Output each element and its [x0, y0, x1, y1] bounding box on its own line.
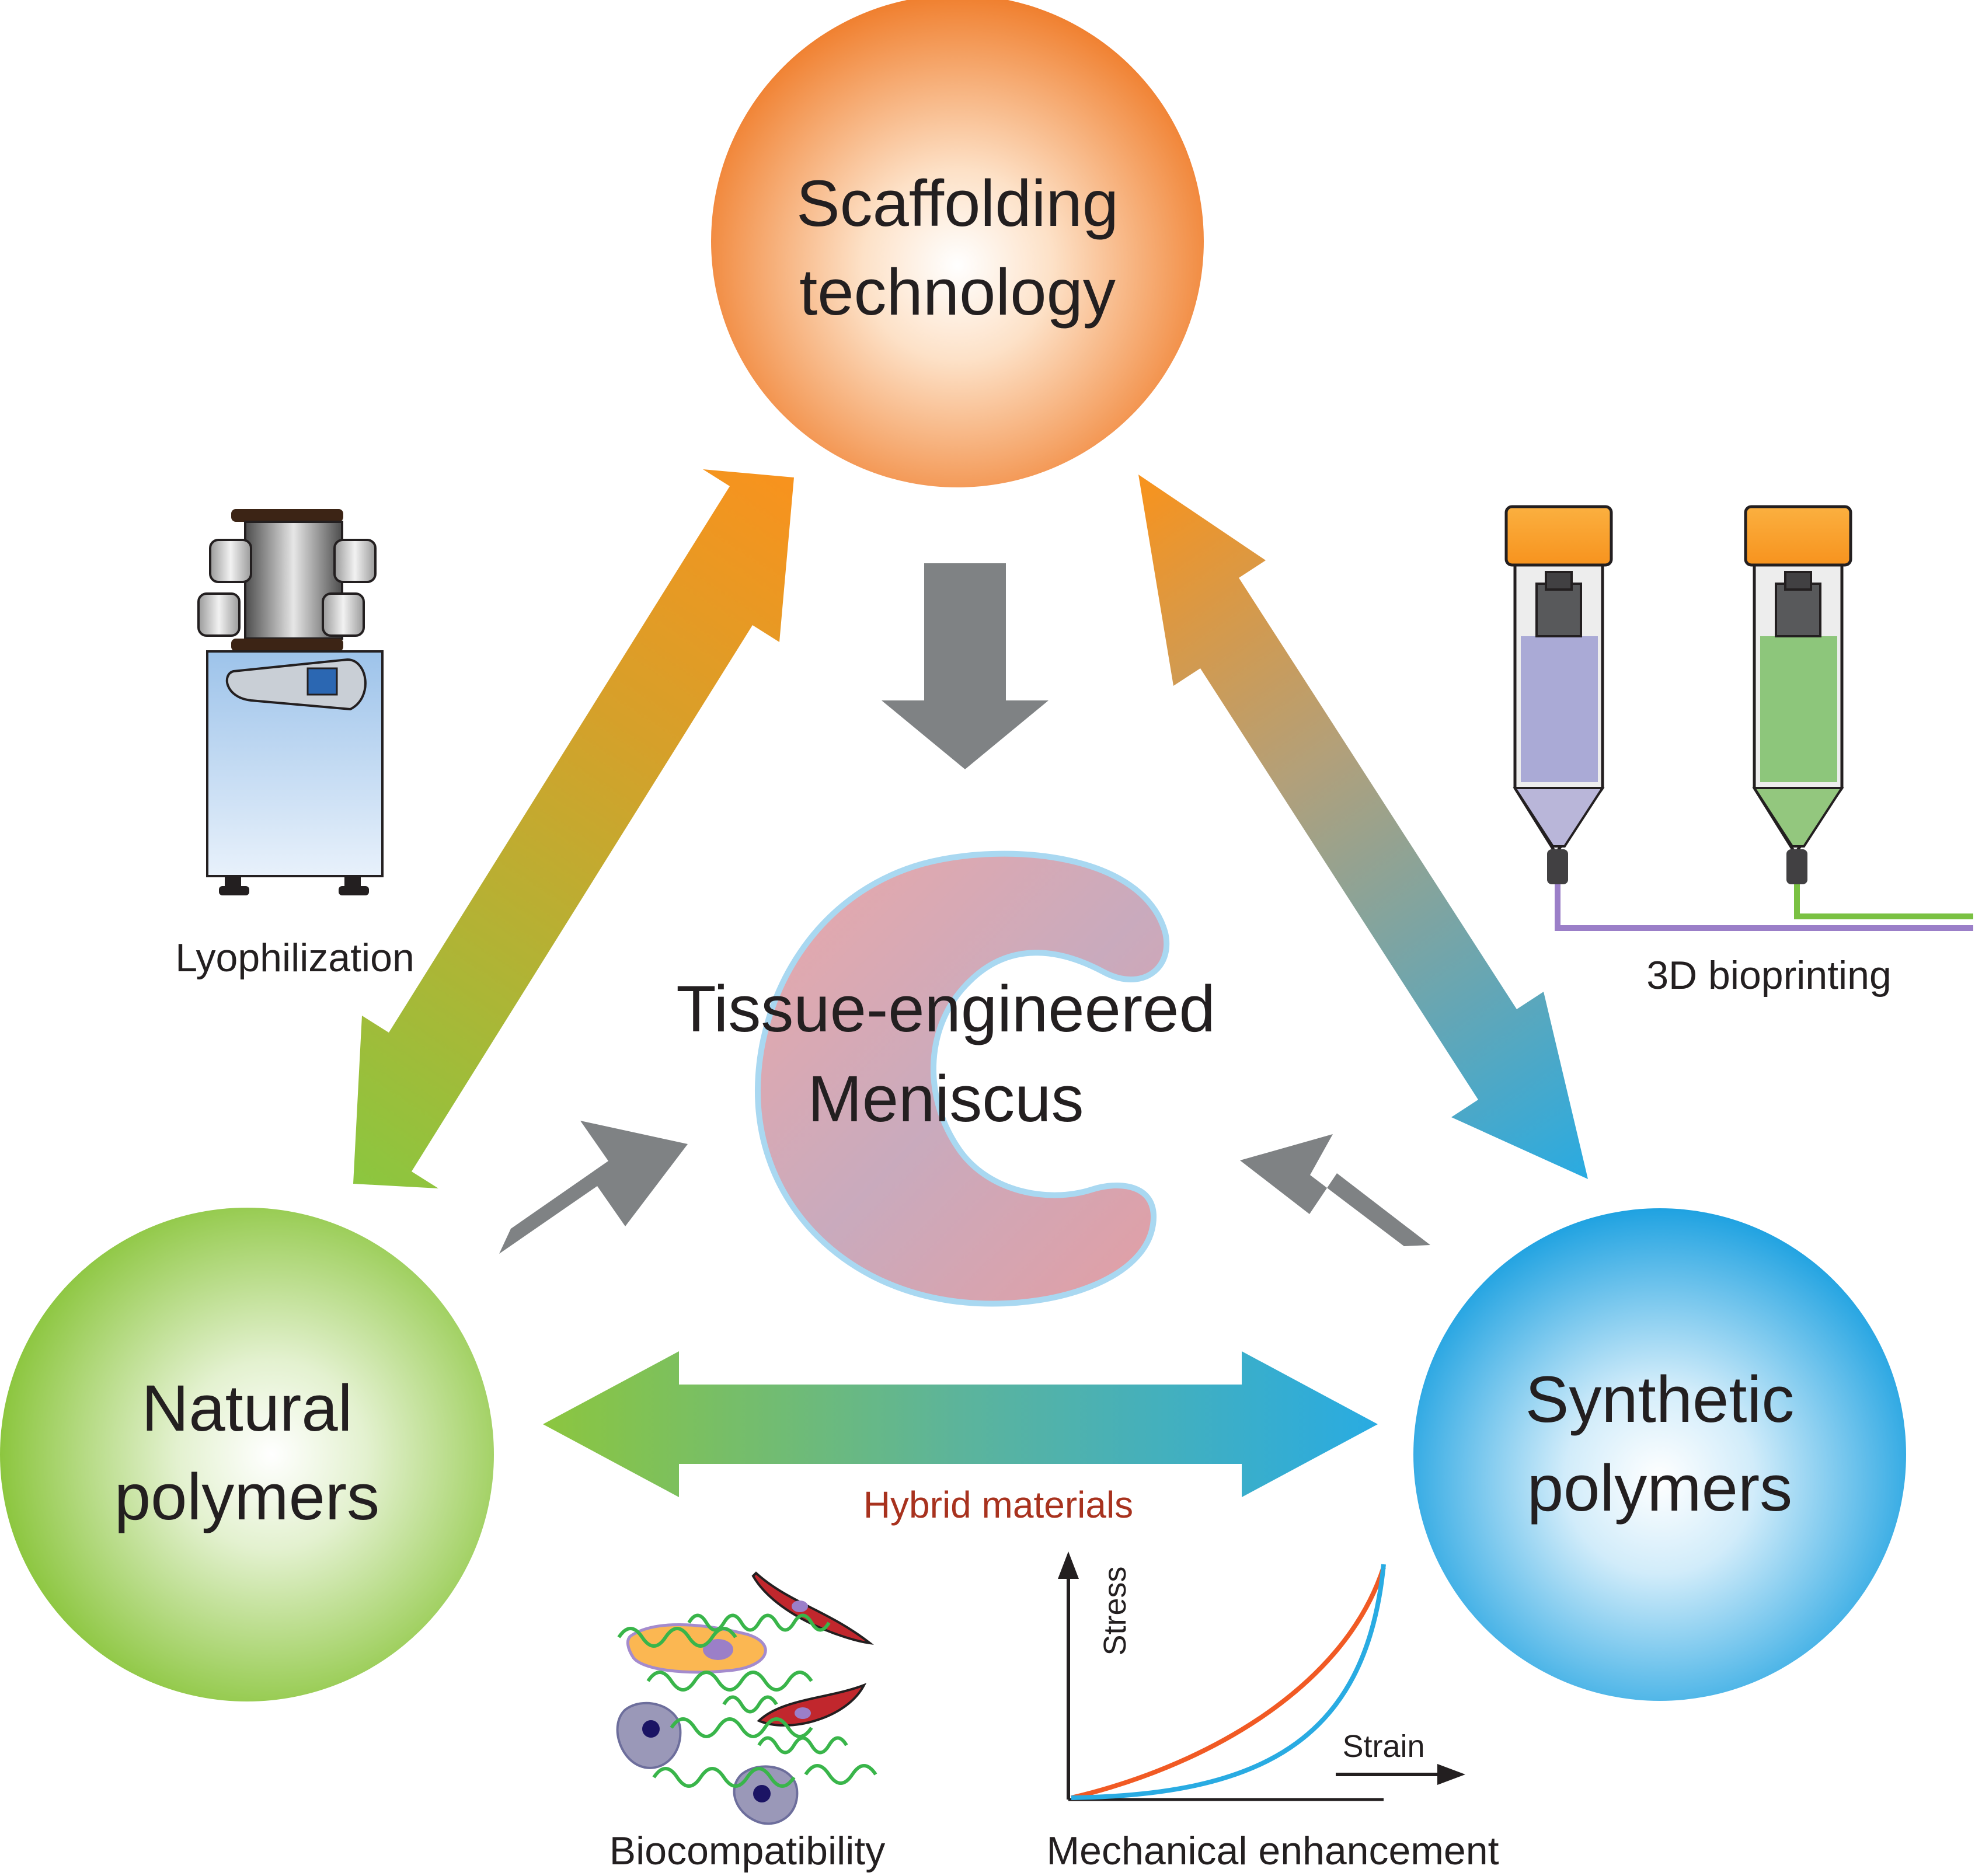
synthetic-label-line2: polymers [1527, 1452, 1793, 1525]
scaffolding-label: Scaffolding technology [695, 159, 1220, 337]
scaffolding-label-line2: technology [799, 256, 1116, 329]
curve-orange [1071, 1566, 1386, 1800]
stress-strain-graph [1058, 1551, 1465, 1801]
biocompatibility-cells-icon [616, 1571, 877, 1825]
arrow-from-synthetic [1240, 1134, 1430, 1246]
hybrid-materials-label: Hybrid materials [863, 1484, 1134, 1526]
natural-label-line2: polymers [114, 1460, 380, 1533]
center-label-line1: Tissue-engineered [676, 972, 1215, 1045]
synthetic-circle [1413, 1208, 1906, 1701]
strain-label: Strain [1342, 1729, 1425, 1764]
lyophilization-label: Lyophilization [175, 936, 414, 980]
curve-blue [1071, 1564, 1386, 1800]
bioprinting-label: 3D bioprinting [1646, 953, 1892, 998]
center-label: Tissue-engineered Meniscus [595, 964, 1296, 1144]
strain-axis-arrowhead [1437, 1764, 1465, 1785]
scaffolding-label-line1: Scaffolding [796, 167, 1119, 240]
stress-axis-arrowhead [1058, 1551, 1079, 1579]
synthetic-label-line1: Synthetic [1525, 1363, 1795, 1436]
bioprinting-syringes-icon [1504, 505, 1973, 931]
natural-circle [0, 1208, 494, 1701]
stress-label: Stress [1098, 1566, 1133, 1656]
arrow-scaffolding-synthetic [1138, 475, 1588, 1179]
synthetic-label: Synthetic polymers [1413, 1355, 1907, 1533]
arrow-from-natural [499, 1121, 688, 1254]
mechanical-enhancement-label: Mechanical enhancement [1046, 1829, 1499, 1873]
scaffolding-circle [711, 0, 1204, 487]
meniscus-shape [754, 850, 1170, 1307]
biocompatibility-label: Biocompatibility [609, 1829, 886, 1873]
lyophilizer-icon [197, 509, 384, 895]
arrow-natural-synthetic [543, 1351, 1378, 1497]
arrow-scaffolding-natural [353, 469, 794, 1188]
natural-label: Natural polymers [0, 1364, 494, 1542]
arrow-from-scaffolding [882, 563, 1049, 769]
center-label-line2: Meniscus [807, 1062, 1084, 1135]
natural-label-line1: Natural [141, 1372, 353, 1445]
